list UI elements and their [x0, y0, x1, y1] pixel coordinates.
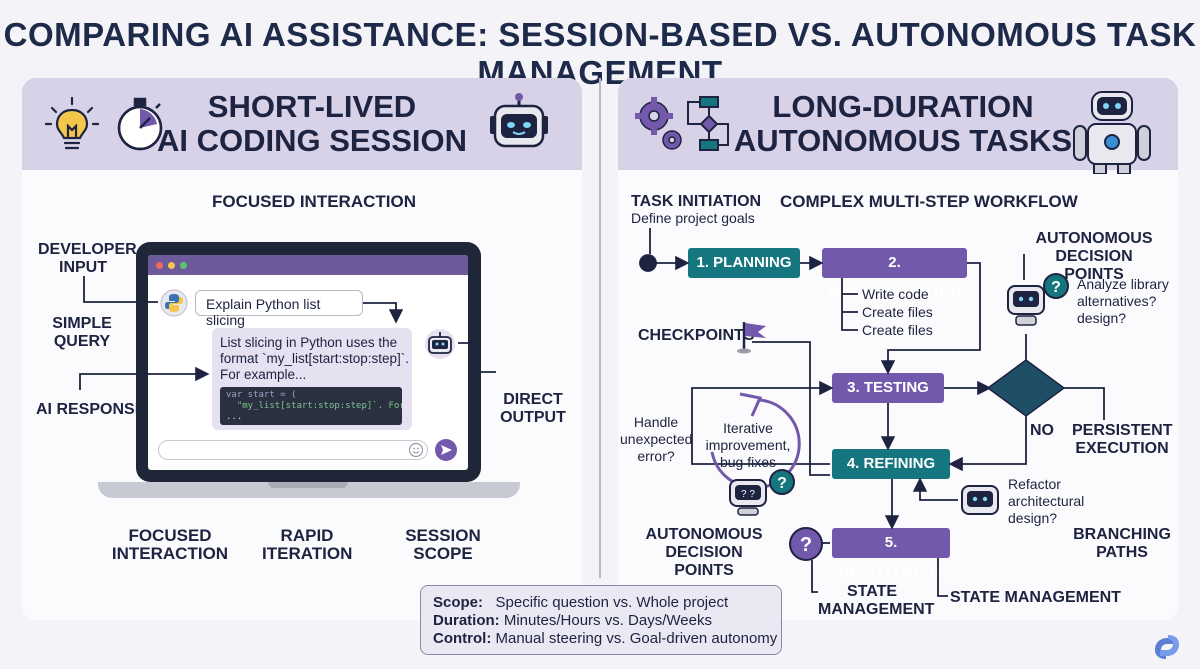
autonomous-decision-bottom-label: AUTONOMOUS DECISION POINTS [645, 526, 763, 579]
robot-full-icon [1073, 91, 1151, 174]
ai-robot-icon [425, 329, 455, 359]
left-panel-title: SHORT-LIVED AI CODING SESSION [22, 90, 582, 158]
subtask-create-files-1: Create files [862, 304, 933, 320]
main-title: COMPARING AI ASSISTANCE: SESSION-BASED V… [3, 16, 1197, 91]
direct-output-label: DIRECT OUTPUT [500, 391, 566, 426]
laptop-notch [268, 482, 348, 488]
right-panel-title: LONG-DURATION AUTONOMOUS TASKS [618, 90, 1178, 158]
python-logo-icon [160, 289, 188, 317]
focused-interaction-heading: FOCUSED INTERACTION [212, 192, 416, 211]
emoji-icon[interactable] [408, 442, 424, 458]
step-refining[interactable]: 4. REFINING [832, 449, 950, 479]
info-duration-value: Minutes/Hours vs. Days/Weeks [503, 612, 712, 629]
info-control-label: Control: [433, 630, 492, 647]
gears-icon [635, 97, 682, 150]
analyze-text: Analyze library alternatives? design? [1077, 276, 1169, 326]
info-duration: Duration: Minutes/Hours vs. Days/Weeks [433, 612, 712, 630]
handle-error-text: Handle unexpected error? [620, 414, 693, 464]
comparison-summary-box: Scope: Specific question vs. Whole proje… [420, 585, 782, 655]
info-scope: Scope: Specific question vs. Whole proje… [433, 594, 728, 612]
simple-query-label: SIMPLE QUERY [52, 315, 112, 350]
branching-paths-label: BRANCHING PATHS [1073, 526, 1171, 561]
subtask-write-code: Write code [862, 286, 929, 302]
task-initiation-label: TASK INITIATION [631, 193, 762, 210]
bottom-label-session: SESSION SCOPE [405, 526, 481, 563]
state-management-right-label: STATE MANAGEMENT [950, 589, 1121, 606]
ai-response-label: AI RESPONSE [36, 401, 146, 418]
user-message-text: Explain Python list slicing [206, 296, 321, 328]
user-message-bubble: Explain Python list slicing [195, 290, 363, 328]
send-icon[interactable] [434, 438, 458, 462]
question-icon: ? [1051, 279, 1061, 296]
checkpoints-label: CHECKPOINTS [638, 327, 755, 344]
code-line-2: "my_list[start:stop:step]`. For [226, 401, 402, 411]
svg-text:? ?: ? ? [741, 489, 755, 500]
code-line-1: var start = ( [226, 390, 297, 400]
iterative-text: Iterative improvement, bug fixes [705, 420, 791, 470]
flag-icon [737, 322, 766, 354]
svg-text:?: ? [800, 534, 812, 556]
stopwatch-icon [117, 97, 163, 151]
bottom-label-focused: FOCUSED INTERACTION [111, 526, 229, 563]
window-maximize-dot[interactable] [180, 262, 187, 269]
ai-message-text: List slicing in Python uses the format `… [220, 335, 410, 382]
lightbulb-icon [44, 96, 100, 150]
bottom-label-rapid: RAPID ITERATION [262, 526, 353, 563]
step-deployment[interactable]: 5. DEPLOYMENT [832, 528, 950, 581]
info-control-value: Manual steering vs. Goal-driven autonomy [495, 630, 778, 647]
left-panel-header: SHORT-LIVED AI CODING SESSION [22, 78, 582, 170]
persistent-execution-label: PERSISTENT EXECUTION [1072, 422, 1173, 457]
brand-logo-icon [1155, 635, 1179, 659]
window-minimize-dot[interactable] [168, 262, 175, 269]
state-management-left-label: STATE MANAGEMENT [818, 583, 935, 618]
no-label: NO [1030, 422, 1054, 439]
info-duration-label: Duration: [433, 612, 500, 629]
code-line-3: ... [226, 412, 243, 422]
info-scope-value: Specific question vs. Whole project [495, 594, 729, 611]
code-block: var start = ( "my_list[start:stop:step]`… [220, 387, 402, 425]
refactor-robot-icon [961, 485, 999, 515]
developer-input-label: DEVELOPER INPUT [38, 241, 137, 276]
workflow-title: COMPLEX MULTI-STEP WORKFLOW [780, 192, 1078, 211]
decision-robot-icon: ? [1007, 273, 1069, 326]
decision-question-icon: ? [789, 527, 823, 561]
chat-input[interactable] [158, 440, 428, 460]
tests-pass-label: TESTS PASS? [1005, 373, 1045, 400]
step-testing[interactable]: 3. TESTING [832, 373, 944, 403]
right-title-line1: LONG-DURATION [772, 89, 1034, 124]
flowchart-icon [687, 96, 729, 151]
iterative-robot-icon: ? ? ? [729, 469, 795, 516]
refactor-text: Refactor architectural design? [1008, 476, 1085, 526]
step-planning[interactable]: 1. PLANNING [688, 248, 800, 278]
panel-divider [599, 78, 601, 578]
autonomous-decision-top-label: AUTONOMOUS DECISION POINTS [1035, 230, 1153, 283]
ai-response-bubble: List slicing in Python uses the format `… [212, 328, 412, 430]
window-titlebar [148, 255, 468, 275]
left-title-line2: AI CODING SESSION [156, 123, 468, 158]
svg-text:?: ? [777, 475, 787, 492]
window-close-dot[interactable] [156, 262, 163, 269]
left-title-line1: SHORT-LIVED [207, 89, 417, 124]
info-control: Control: Manual steering vs. Goal-driven… [433, 630, 777, 648]
step-implementation[interactable]: 2. IMPLEMENTATION [822, 248, 967, 301]
define-goals-text: Define project goals [631, 210, 755, 226]
info-scope-label: Scope: [433, 594, 484, 611]
robot-head-icon [490, 93, 548, 148]
subtask-create-files-2: Create files [862, 322, 933, 338]
laptop-base [98, 482, 520, 498]
right-title-line2: AUTONOMOUS TASKS [733, 123, 1073, 158]
